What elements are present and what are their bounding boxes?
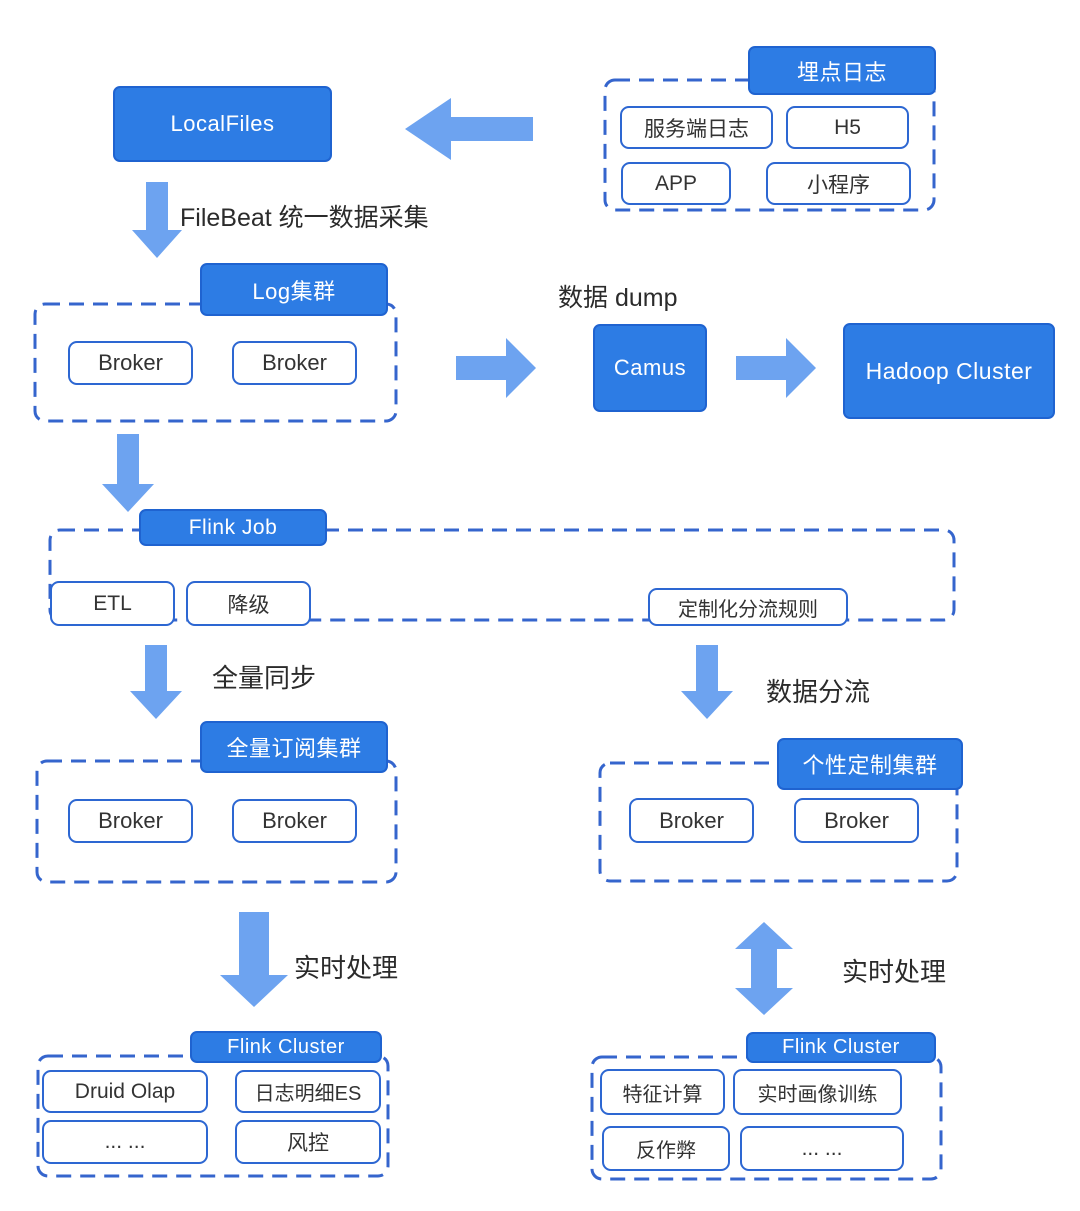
arrow-down-log-to-flinkjob [102, 434, 154, 512]
log-cluster-group-title: Log集群 [200, 263, 388, 316]
buried-log-group-title: 埋点日志 [748, 46, 936, 95]
flink-cluster-left-title: Flink Cluster [190, 1031, 382, 1063]
full-subscribe-broker-1: Broker [68, 799, 193, 843]
node-camus: Camus [593, 324, 707, 412]
arrow-down-data-split [681, 645, 733, 719]
label-realtime-right: 实时处理 [842, 957, 947, 987]
label-filebeat-collect: FileBeat 统一数据采集 [180, 204, 429, 232]
flink-job-item-downgrade: 降级 [186, 581, 311, 626]
flink-left-item-log-detail-es: 日志明细ES [235, 1070, 381, 1113]
arrow-left-burylog-to-localfiles [405, 98, 533, 160]
personal-custom-broker-2: Broker [794, 798, 919, 843]
label-data-dump: 数据 dump [558, 284, 678, 312]
arrow-right-log-to-camus [456, 338, 536, 398]
log-cluster-broker-1: Broker [68, 341, 193, 385]
arrow-down-realtime-left [220, 912, 288, 1007]
full-subscribe-group-title: 全量订阅集群 [200, 721, 388, 773]
buried-log-item-miniprogram: 小程序 [766, 162, 911, 205]
flink-job-item-etl: ETL [50, 581, 175, 626]
flink-right-item-ellipsis: ... ... [740, 1126, 904, 1171]
flink-cluster-right-title: Flink Cluster [746, 1032, 936, 1063]
flink-right-item-anti-cheat: 反作弊 [602, 1126, 730, 1171]
label-data-split: 数据分流 [766, 677, 871, 707]
personal-custom-group-title: 个性定制集群 [777, 738, 963, 790]
flink-right-item-realtime-portrait: 实时画像训练 [733, 1069, 902, 1115]
full-subscribe-broker-2: Broker [232, 799, 357, 843]
flink-job-item-custom-split-rules: 定制化分流规则 [648, 588, 848, 626]
arrow-updown-realtime-right [735, 922, 793, 1015]
flink-job-group-title: Flink Job [139, 509, 327, 546]
buried-log-item-app: APP [621, 162, 731, 205]
node-hadoop-cluster: Hadoop Cluster [843, 323, 1055, 419]
buried-log-item-h5: H5 [786, 106, 909, 149]
log-cluster-broker-2: Broker [232, 341, 357, 385]
flink-right-item-feature-calc: 特征计算 [600, 1069, 725, 1115]
node-localfiles: LocalFiles [113, 86, 332, 162]
flink-left-item-ellipsis: ... ... [42, 1120, 208, 1164]
label-realtime-left: 实时处理 [294, 953, 399, 983]
personal-custom-broker-1: Broker [629, 798, 754, 843]
buried-log-item-server-log: 服务端日志 [620, 106, 773, 149]
flink-left-item-risk-control: 风控 [235, 1120, 381, 1164]
flink-left-item-druid-olap: Druid Olap [42, 1070, 208, 1113]
arrow-down-localfiles-to-log [132, 182, 182, 258]
arrow-right-camus-to-hadoop [736, 338, 816, 398]
label-full-sync: 全量同步 [212, 663, 317, 693]
arrow-down-full-sync [130, 645, 182, 719]
